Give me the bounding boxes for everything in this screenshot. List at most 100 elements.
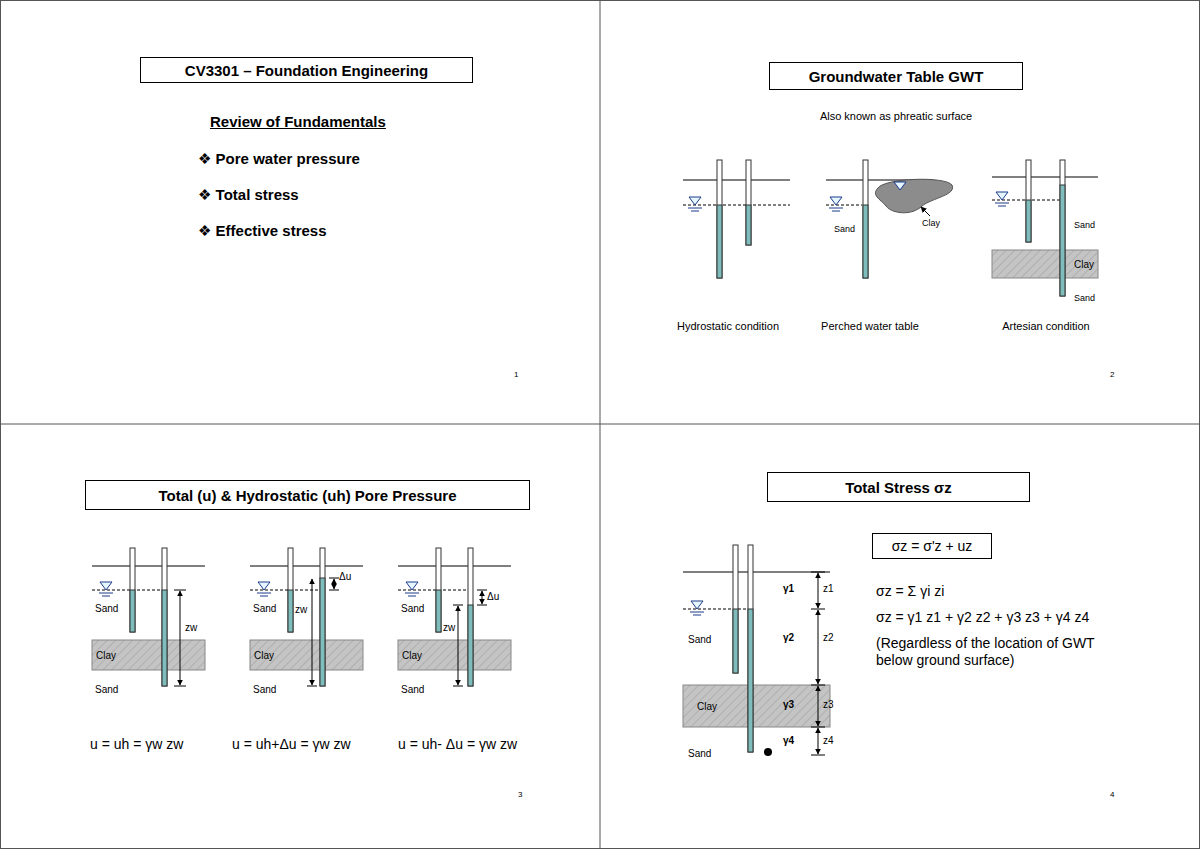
dimension-label: z3 bbox=[823, 699, 834, 711]
page-number: 2 bbox=[1110, 370, 1114, 380]
soil-label: Sand bbox=[253, 603, 276, 615]
unit-weight-label: γ2 bbox=[783, 632, 794, 644]
dimension-arrow bbox=[174, 572, 825, 755]
piezometer-tube bbox=[130, 548, 135, 632]
formula-box: σz = σ'z + uz bbox=[872, 533, 992, 559]
dimension-arrow bbox=[334, 579, 335, 589]
clay-band-fill bbox=[398, 640, 511, 670]
water-table-line bbox=[92, 590, 164, 591]
dimension-arrow bbox=[818, 610, 819, 684]
soil-label: Sand bbox=[401, 603, 424, 615]
piezometer-tube bbox=[288, 548, 293, 632]
layer-name: Clay bbox=[1074, 259, 1094, 270]
formula: u = uh = γw zw bbox=[90, 736, 183, 753]
formula: u = uh+Δu = γw zw bbox=[232, 736, 351, 753]
piezometer-tube bbox=[288, 590, 293, 632]
page-number: 1 bbox=[514, 370, 518, 380]
piezometer-tube bbox=[1026, 160, 1031, 242]
box-text: CV3301 – Foundation Engineering bbox=[185, 62, 428, 79]
ground-line bbox=[250, 566, 363, 567]
slide-title-box: CV3301 – Foundation Engineering bbox=[140, 57, 473, 83]
page-number: 3 bbox=[518, 790, 522, 800]
water-table-symbol bbox=[894, 182, 906, 190]
piezometer-tube bbox=[130, 590, 135, 632]
dimension-arrow bbox=[174, 590, 186, 686]
dimension-arrow bbox=[477, 590, 487, 605]
dimension-arrow bbox=[818, 686, 819, 726]
piezometer-tube bbox=[162, 590, 167, 686]
soil-label: Sand bbox=[401, 684, 424, 696]
water-table-symbol bbox=[405, 593, 419, 596]
piezometer-tube bbox=[162, 548, 167, 686]
soil-label: Sand bbox=[688, 634, 711, 646]
slide-title-box: Total (u) & Hydrostatic (uh) Pore Pressu… bbox=[85, 480, 530, 510]
dimension-arrow bbox=[458, 606, 459, 685]
bullet-item: ❖ Total stress bbox=[198, 186, 299, 204]
piezometer-tube bbox=[746, 160, 751, 245]
dimension-label: z1 bbox=[823, 583, 834, 595]
piezometer-tube bbox=[746, 205, 751, 245]
dimension-label: z4 bbox=[823, 735, 834, 747]
piezometer-tube bbox=[863, 160, 868, 278]
water-table-symbol bbox=[406, 582, 418, 590]
unit-weight-label: γ4 bbox=[783, 735, 794, 747]
dimension-arrow bbox=[453, 605, 463, 686]
figure-caption: Hydrostatic condition bbox=[677, 320, 779, 333]
piezometer-tube bbox=[320, 578, 325, 686]
water-table-line bbox=[92, 190, 1060, 609]
note: (Regardless of the location of GWT below… bbox=[876, 635, 1112, 669]
ground-line bbox=[398, 566, 511, 567]
dimension-arrow bbox=[312, 579, 313, 685]
piezometer-tube bbox=[733, 545, 738, 673]
piezometer-tube bbox=[436, 548, 441, 632]
ground-line bbox=[92, 177, 1098, 572]
formula: σz = γ1 z1 + γ2 z2 + γ3 z3 + γ4 z4 bbox=[876, 609, 1089, 626]
piezometer-tube bbox=[1026, 200, 1031, 242]
layer-name: Clay bbox=[96, 650, 116, 661]
bullet-item: ❖ Pore water pressure bbox=[198, 150, 360, 168]
piezometer-tube bbox=[1060, 185, 1065, 296]
unit-weight-label: γ1 bbox=[783, 583, 794, 595]
dimension-label: zw bbox=[443, 622, 455, 634]
dimension-arrow bbox=[818, 573, 819, 608]
leader-line bbox=[921, 207, 930, 216]
piezometer-tube bbox=[748, 545, 753, 752]
piezometer-tube bbox=[468, 605, 473, 686]
subtitle: Also known as phreatic surface bbox=[820, 110, 972, 123]
piezometer-tube bbox=[436, 590, 441, 632]
box-text: Groundwater Table GWT bbox=[809, 68, 984, 85]
slide-title-box: Groundwater Table GWT bbox=[769, 62, 1023, 90]
soil-label: Sand bbox=[1074, 293, 1095, 304]
formula: u = uh- Δu = γw zw bbox=[398, 736, 517, 753]
dimension-arrow bbox=[307, 686, 317, 687]
water-table-line bbox=[398, 590, 470, 591]
unit-weight-label: γ3 bbox=[783, 699, 794, 711]
dimension-arrow bbox=[482, 591, 483, 604]
water-table-symbol bbox=[689, 197, 701, 205]
piezometer-tube bbox=[733, 609, 738, 673]
ground-line bbox=[683, 180, 790, 181]
clay-layer-band: Clay bbox=[683, 685, 830, 727]
water-table-symbol bbox=[830, 197, 842, 205]
slide-frame bbox=[0, 424, 1200, 425]
dimension-label: zw bbox=[185, 622, 197, 634]
clay-layer-band: Clay bbox=[92, 640, 205, 670]
piezometer-tube bbox=[717, 160, 722, 278]
clay-layer-band: Clay bbox=[992, 250, 1098, 278]
piezometer-tube bbox=[863, 205, 868, 278]
ground-line bbox=[992, 177, 1098, 178]
water-table-symbol bbox=[99, 182, 1009, 615]
water-table-symbol bbox=[996, 192, 1008, 200]
slide-title-box: Total Stress σz bbox=[767, 472, 1030, 502]
water-table-symbol bbox=[99, 593, 113, 596]
soil-label: Sand bbox=[95, 684, 118, 696]
ground-line bbox=[92, 566, 205, 567]
clay-band-fill bbox=[92, 640, 205, 670]
formula: σz = Σ γi zi bbox=[876, 583, 944, 600]
water-table-symbol bbox=[100, 582, 112, 590]
figure-caption: Perched water table bbox=[821, 320, 919, 333]
